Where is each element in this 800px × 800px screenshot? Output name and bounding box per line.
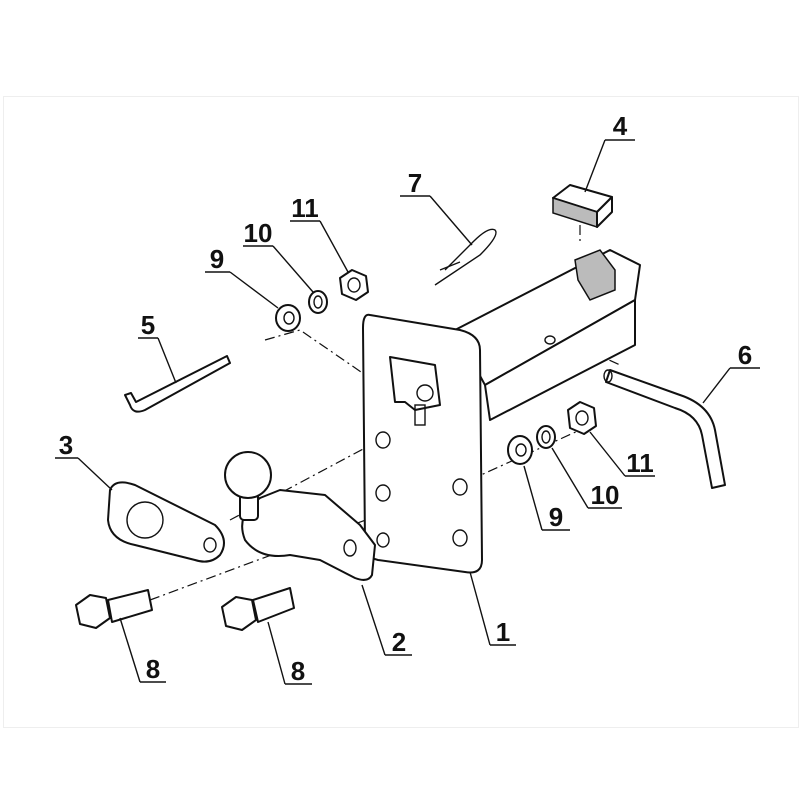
label-11b: 11 <box>626 448 654 478</box>
part-2-tow-ball <box>224 451 376 581</box>
label-9b: 9 <box>549 502 563 532</box>
label-8b: 8 <box>291 656 305 686</box>
drawing-frame <box>3 96 799 728</box>
label-9a: 9 <box>210 244 224 274</box>
part-9-washer-top <box>275 304 301 332</box>
part-8-bolt-left <box>75 589 153 629</box>
part-11-nut-right <box>567 401 597 435</box>
label-10b: 10 <box>591 480 620 510</box>
part-1-mounting-plate <box>362 249 641 574</box>
part-4-block <box>552 184 613 229</box>
part-3-socket-plate <box>107 481 225 563</box>
label-3: 3 <box>59 430 73 460</box>
part-7-spring-clip <box>434 228 497 286</box>
callouts <box>55 139 760 685</box>
label-5: 5 <box>141 310 155 340</box>
label-6: 6 <box>738 340 752 370</box>
label-8a: 8 <box>146 654 160 684</box>
part-5-hex-key <box>124 355 231 413</box>
label-11a: 11 <box>291 193 319 223</box>
part-9-washer-right <box>507 435 533 465</box>
label-4: 4 <box>613 111 628 141</box>
label-10a: 10 <box>244 218 273 248</box>
part-10-lock-washer-top <box>308 290 328 314</box>
part-8-bolt-right <box>221 587 295 631</box>
label-2: 2 <box>392 627 406 657</box>
label-7: 7 <box>408 168 422 198</box>
label-1: 1 <box>496 617 510 647</box>
part-6-pin <box>603 369 726 489</box>
part-11-nut-top <box>339 269 369 301</box>
part-10-lock-washer-right <box>536 425 556 449</box>
